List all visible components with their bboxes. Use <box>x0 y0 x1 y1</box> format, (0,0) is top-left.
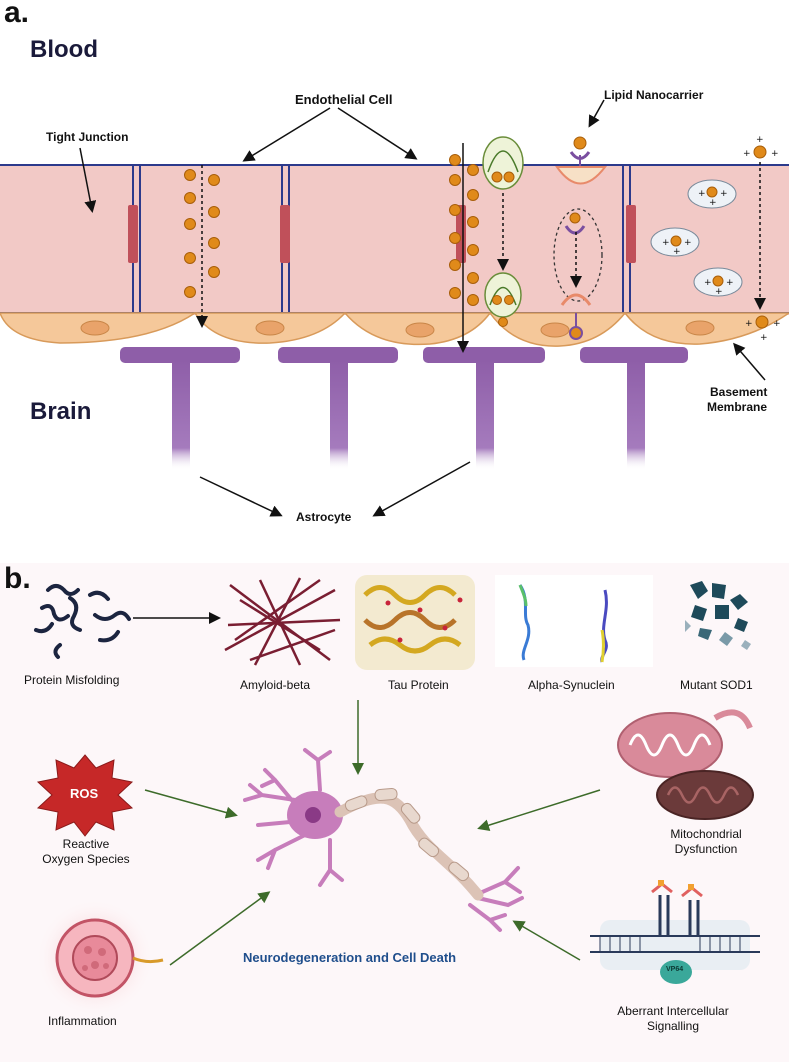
blood-label: Blood <box>30 36 98 63</box>
mito-label-2: Dysfunction <box>674 842 738 856</box>
astrocyte-foot-1 <box>120 347 240 470</box>
misfolded-protein-icon <box>34 584 131 659</box>
endothelial-arrow-right <box>337 107 418 160</box>
svg-text:+: + <box>684 238 692 248</box>
lipid-nanocarrier-label: Lipid Nanocarrier <box>604 88 704 102</box>
astrocyte-arrow-right <box>372 461 471 517</box>
amyloid-beta-icon <box>224 577 341 666</box>
alpha-synuclein-label: Alpha-Synuclein <box>528 678 615 692</box>
arrow-ros-to-neuron <box>144 789 238 819</box>
mito-label-1: Mitochondrial <box>670 827 742 841</box>
tau-protein-label: Tau Protein <box>388 678 449 692</box>
receptor-vesicle <box>482 136 524 327</box>
svg-text:+: + <box>715 287 723 297</box>
astrocyte-foot-3 <box>423 347 545 470</box>
basement-membrane-arrow <box>733 342 766 381</box>
endothelial-arrow-left <box>242 107 331 162</box>
astrocyte-foot-2 <box>278 347 398 470</box>
vp64-tag: VP64 <box>666 966 684 973</box>
svg-text:+: + <box>726 278 734 288</box>
svg-text:+: + <box>743 149 751 159</box>
ros-label-1: Reactive <box>62 837 110 851</box>
paracellular-particles <box>184 169 220 298</box>
pericyte-nuclei <box>80 320 715 338</box>
svg-text:+: + <box>704 278 712 288</box>
lipid-nanocarrier-arrow <box>588 99 605 128</box>
center-title: Neurodegeneration and Cell Death <box>243 950 457 965</box>
astrocyte-foot-4 <box>580 347 688 470</box>
tau-protein-icon <box>355 575 475 670</box>
tight-junction-arrow <box>79 147 97 213</box>
svg-text:+: + <box>698 189 706 199</box>
astrocyte-endfeet <box>120 347 688 470</box>
inflammation-label: Inflammation <box>48 1014 117 1028</box>
svg-text:+: + <box>756 135 764 145</box>
mutant-sod1-label: Mutant SOD1 <box>680 678 753 692</box>
tight-junction-label: Tight Junction <box>46 130 129 144</box>
ros-label-2: Oxygen Species <box>42 852 130 866</box>
aberrant-label-2: Signalling <box>646 1019 700 1033</box>
alpha-synuclein-icon <box>495 575 653 667</box>
neuron-icon <box>243 748 524 932</box>
svg-text:+: + <box>773 319 781 329</box>
ros-starburst-icon <box>36 754 134 837</box>
svg-text:+: + <box>709 198 717 208</box>
svg-text:+: + <box>720 189 728 199</box>
panel-b-marker: b. <box>4 562 31 595</box>
astrocyte-label: Astrocyte <box>296 510 352 524</box>
inflammation-icon <box>33 896 164 1020</box>
svg-text:+: + <box>673 247 681 257</box>
arrow-mito-to-neuron <box>477 789 601 832</box>
pathway-arrows <box>144 700 601 966</box>
basement-membrane <box>0 312 789 347</box>
transcellular-particles <box>449 154 479 306</box>
arrow-inflammation-to-neuron <box>169 891 271 966</box>
basement-membrane-label-1: Basement <box>710 385 768 399</box>
svg-text:+: + <box>662 238 670 248</box>
amyloid-beta-label: Amyloid-beta <box>240 678 311 692</box>
brain-label: Brain <box>30 398 92 425</box>
ros-badge: ROS <box>70 786 99 801</box>
cationic-particles: ++ + +++ +++ +++ +++ <box>650 135 781 343</box>
arrow-signalling-to-neuron <box>512 920 581 961</box>
endothelial-cell-label: Endothelial Cell <box>295 92 393 107</box>
protein-misfolding-label: Protein Misfolding <box>24 673 120 687</box>
panel-a: ++ + +++ +++ +++ +++ <box>0 99 789 517</box>
panel-b <box>0 563 789 1062</box>
aberrant-signalling-icon <box>590 880 760 984</box>
lipid-nanocarrier-path <box>553 136 608 340</box>
svg-text:+: + <box>760 333 768 343</box>
basement-membrane-label-2: Membrane <box>707 400 768 414</box>
astrocyte-arrow-left <box>199 476 283 517</box>
mutant-sod1-icon <box>685 581 751 650</box>
tight-junctions <box>128 205 636 263</box>
aberrant-label-1: Aberrant Intercellular <box>617 1004 729 1018</box>
svg-text:+: + <box>771 149 779 159</box>
panel-a-marker: a. <box>4 0 30 29</box>
svg-text:+: + <box>745 319 753 329</box>
mitochondria-icon <box>617 709 754 820</box>
